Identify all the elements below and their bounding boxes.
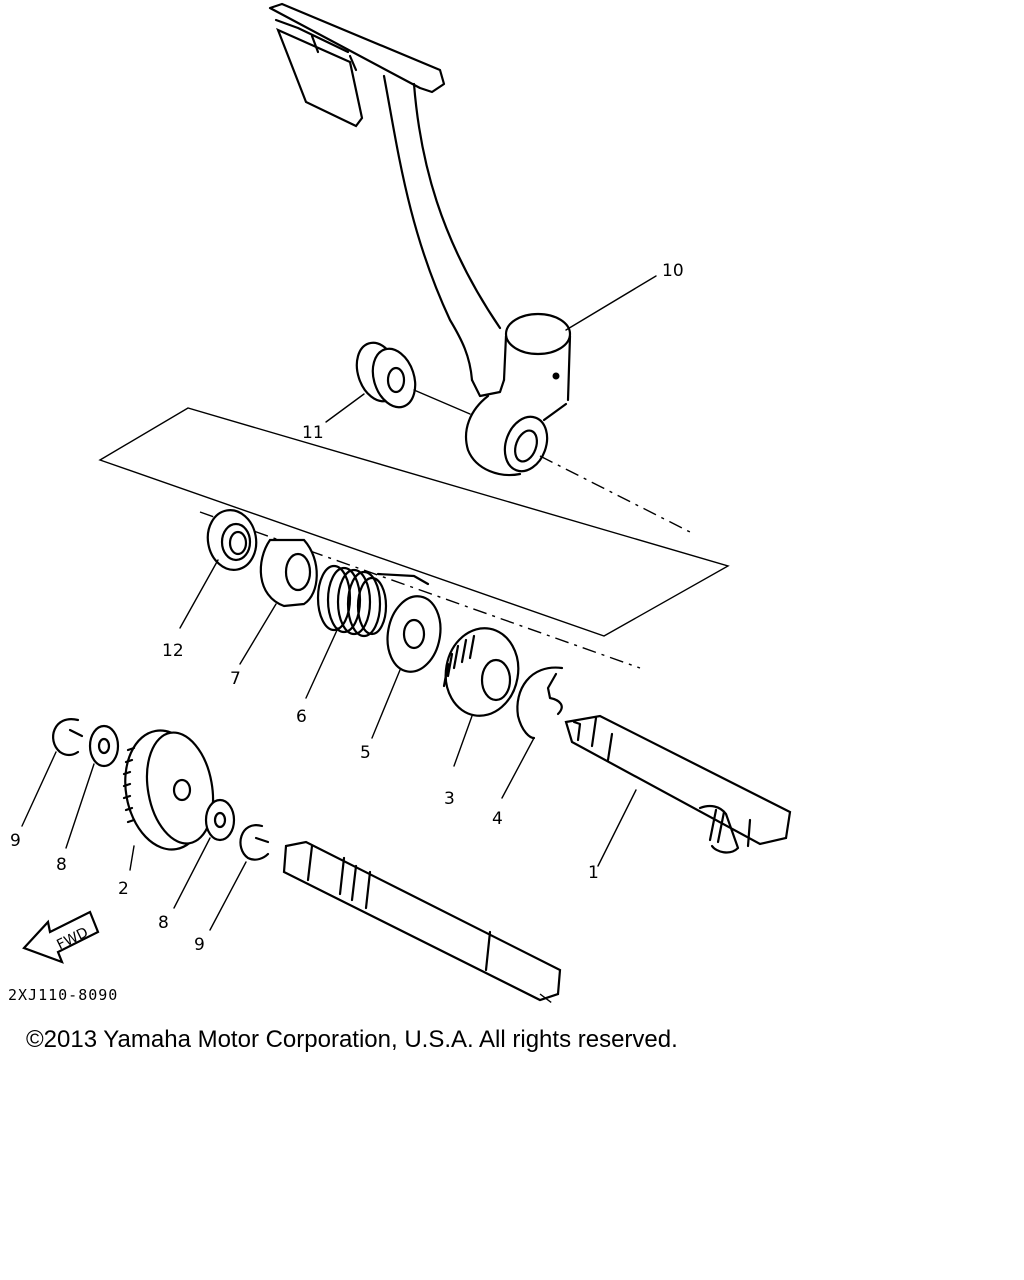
callout-3: 4 xyxy=(492,809,503,829)
callout-12: 12 xyxy=(162,641,184,661)
spring-guide-6 xyxy=(259,538,318,608)
axis-line-upper xyxy=(539,455,691,533)
oil-seal-12 xyxy=(206,509,258,571)
kick-lever xyxy=(268,2,572,476)
callout-5: 6 xyxy=(296,707,307,727)
leader-lines xyxy=(21,275,657,931)
washer-8-right xyxy=(204,798,236,842)
callout-1: 1 xyxy=(588,863,599,883)
callout-9-right: 9 xyxy=(194,935,205,955)
fwd-arrow-icon: FWD xyxy=(22,910,100,964)
washer-8-left xyxy=(88,724,120,768)
exploded-parts-diagram: 10 11 12 7 6 5 3 4 1 9 8 2 8 9 FWD 2XJ11… xyxy=(8,2,792,1007)
callout-9-left: 9 xyxy=(10,831,21,851)
callout-11: 11 xyxy=(302,423,324,443)
callout-7: 2 xyxy=(118,879,129,899)
torsion-spring-5 xyxy=(316,564,430,638)
callout-2: 3 xyxy=(444,789,455,809)
idler-shaft xyxy=(282,840,562,1007)
callout-10: 10 xyxy=(662,261,684,281)
circlip-9-right xyxy=(239,824,270,861)
circlip-9-left xyxy=(52,718,84,757)
sub-assembly-box xyxy=(98,407,730,637)
callout-labels: 10 11 12 7 6 5 3 4 1 9 8 2 8 9 xyxy=(10,261,684,955)
kick-axle-1 xyxy=(564,714,792,854)
callout-4: 5 xyxy=(360,743,371,763)
washer-4 xyxy=(386,595,442,673)
axis-line-middle xyxy=(199,511,641,669)
callout-6: 7 xyxy=(230,669,241,689)
circlip-3 xyxy=(516,666,564,740)
idler-gear-7 xyxy=(122,729,215,851)
callout-8-left: 8 xyxy=(56,855,67,875)
part-code: 2XJ110-8090 xyxy=(8,986,118,1004)
copyright-notice: ©2013 Yamaha Motor Corporation, U.S.A. A… xyxy=(26,1026,678,1053)
nut-11 xyxy=(355,341,471,415)
callout-8-right: 8 xyxy=(158,913,169,933)
kick-ratchet-2 xyxy=(442,627,520,717)
